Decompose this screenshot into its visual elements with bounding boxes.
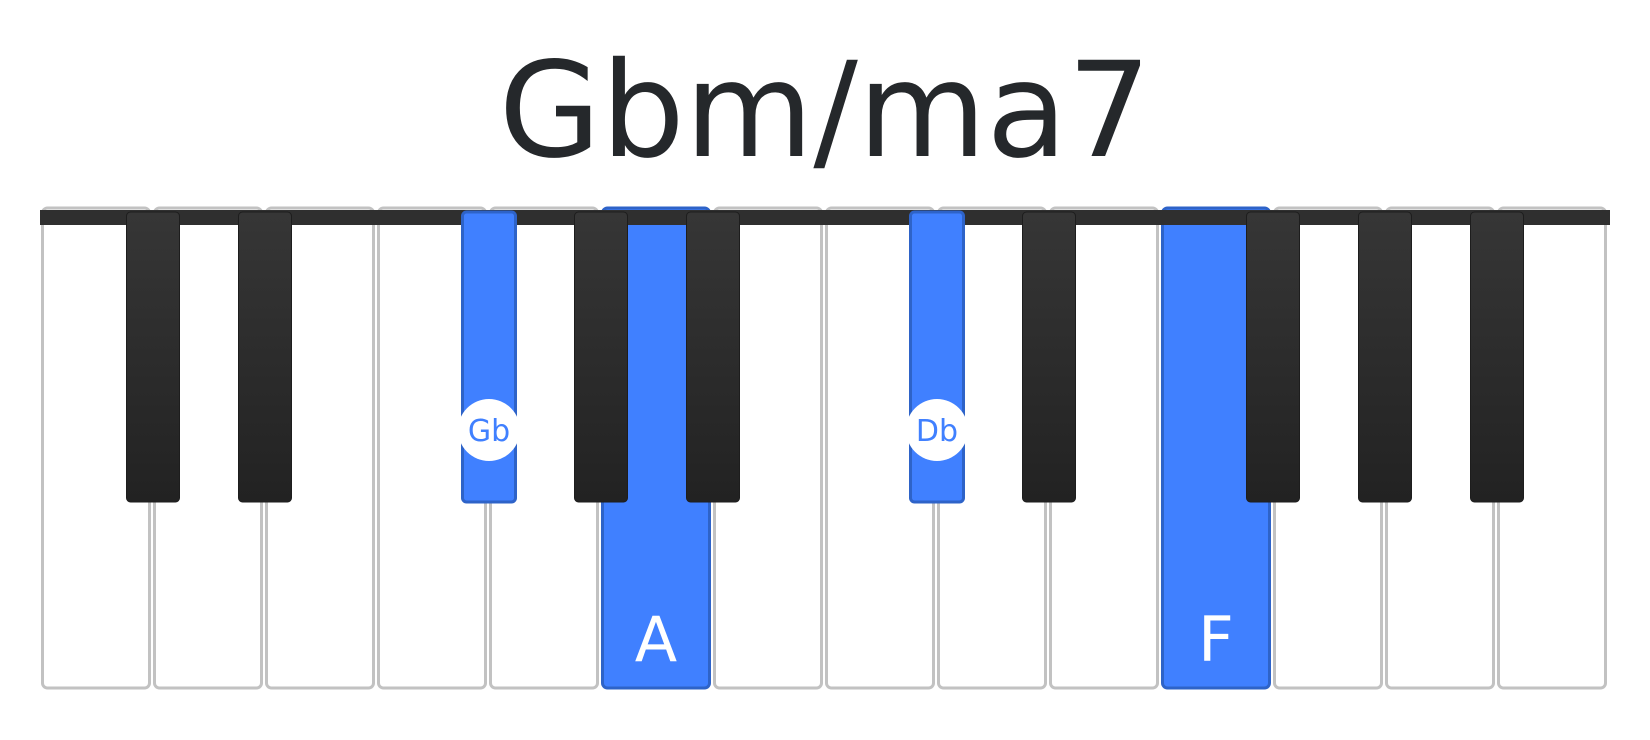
note-label-db: Db	[916, 414, 958, 449]
keyboard-top-bar	[40, 210, 1610, 225]
black-key-g-sharp	[1358, 211, 1412, 503]
note-labels: Gb DbA F	[458, 399, 1234, 676]
black-key-a-sharp	[1470, 211, 1524, 503]
chord-title: Gbm/ma7	[498, 34, 1152, 188]
note-label-gb: Gb	[468, 414, 510, 449]
note-badge-db	[906, 399, 968, 461]
black-key-d-sharp	[1022, 211, 1076, 503]
black-key-a-sharp	[686, 211, 740, 503]
black-keys	[126, 210, 1524, 504]
note-badge-gb	[458, 399, 520, 461]
black-key-g-sharp	[574, 211, 628, 503]
note-label-f: F	[1198, 603, 1234, 676]
black-key-d-sharp	[238, 211, 292, 503]
black-key-f-sharp	[1246, 211, 1300, 503]
note-label-a: A	[635, 603, 677, 676]
black-key-c-sharp	[126, 211, 180, 503]
